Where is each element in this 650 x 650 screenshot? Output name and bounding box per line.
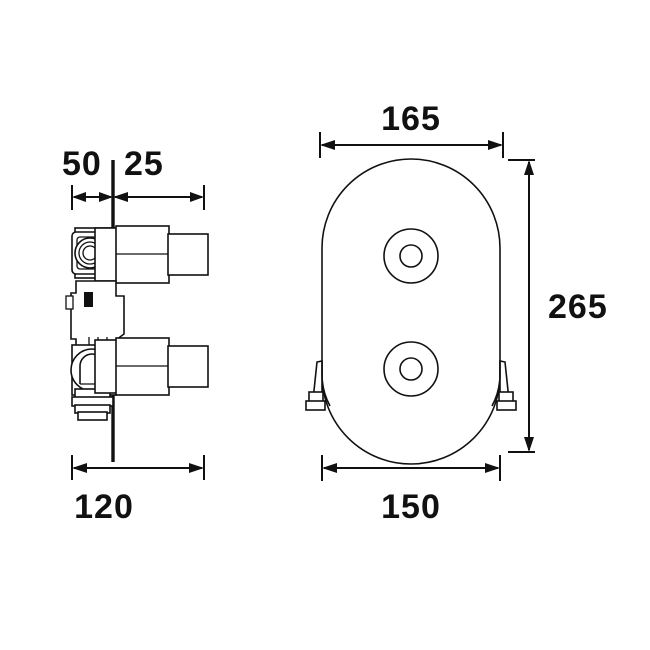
dimension-150-group: 150	[321, 455, 501, 526]
dimension-50-25-group: 50 25	[62, 145, 205, 210]
dimension-165-group: 165	[319, 100, 504, 158]
indicator-block	[84, 292, 93, 307]
upper-cylinder-stage-2	[167, 233, 209, 276]
right-outlet-nozzle	[496, 360, 517, 411]
body-side-tab	[65, 295, 74, 310]
dimension-50-label: 50	[62, 145, 102, 183]
arrow-25-right	[190, 192, 204, 202]
left-nozzle-base	[305, 400, 326, 411]
dimension-265-label: 265	[548, 288, 608, 326]
arrow-50-left	[72, 192, 86, 202]
dimension-150-label: 150	[381, 488, 441, 526]
dimension-120-label: 120	[74, 488, 134, 526]
arrow-165-right	[488, 140, 503, 150]
oval-face-plate	[321, 158, 501, 465]
lower-cylinder-stage-2	[167, 345, 209, 388]
lower-valve-assembly	[70, 337, 209, 421]
front-elevation-view: 165 265	[305, 100, 608, 526]
left-outlet-nozzle	[305, 360, 326, 411]
upper-control-knob[interactable]	[383, 228, 439, 284]
oval-right-edge-overlay	[491, 361, 501, 407]
dimension-165-label: 165	[381, 100, 441, 138]
arrow-150-left	[322, 463, 337, 473]
oval-left-edge-overlay	[321, 361, 331, 407]
arrow-120-right	[189, 463, 204, 473]
arrow-50-right	[99, 192, 113, 202]
lower-control-knob[interactable]	[383, 341, 439, 397]
arrow-25-left	[113, 192, 128, 202]
arrow-165-left	[320, 140, 335, 150]
upper-knob-inner-ring[interactable]	[399, 244, 423, 268]
upper-valve-assembly	[71, 225, 209, 284]
arrow-150-right	[485, 463, 500, 473]
arrow-265-bottom	[524, 437, 534, 452]
lower-knob-inner-ring[interactable]	[399, 357, 423, 381]
dimension-120-group: 120	[71, 455, 205, 526]
side-elevation-view: 50 25	[62, 145, 209, 526]
arrow-265-top	[524, 160, 534, 175]
dimension-25-label: 25	[124, 145, 164, 183]
dimension-265-group: 265	[508, 159, 608, 453]
arrow-120-left	[72, 463, 87, 473]
lower-gland-4	[77, 411, 108, 421]
right-nozzle-base	[496, 400, 517, 411]
